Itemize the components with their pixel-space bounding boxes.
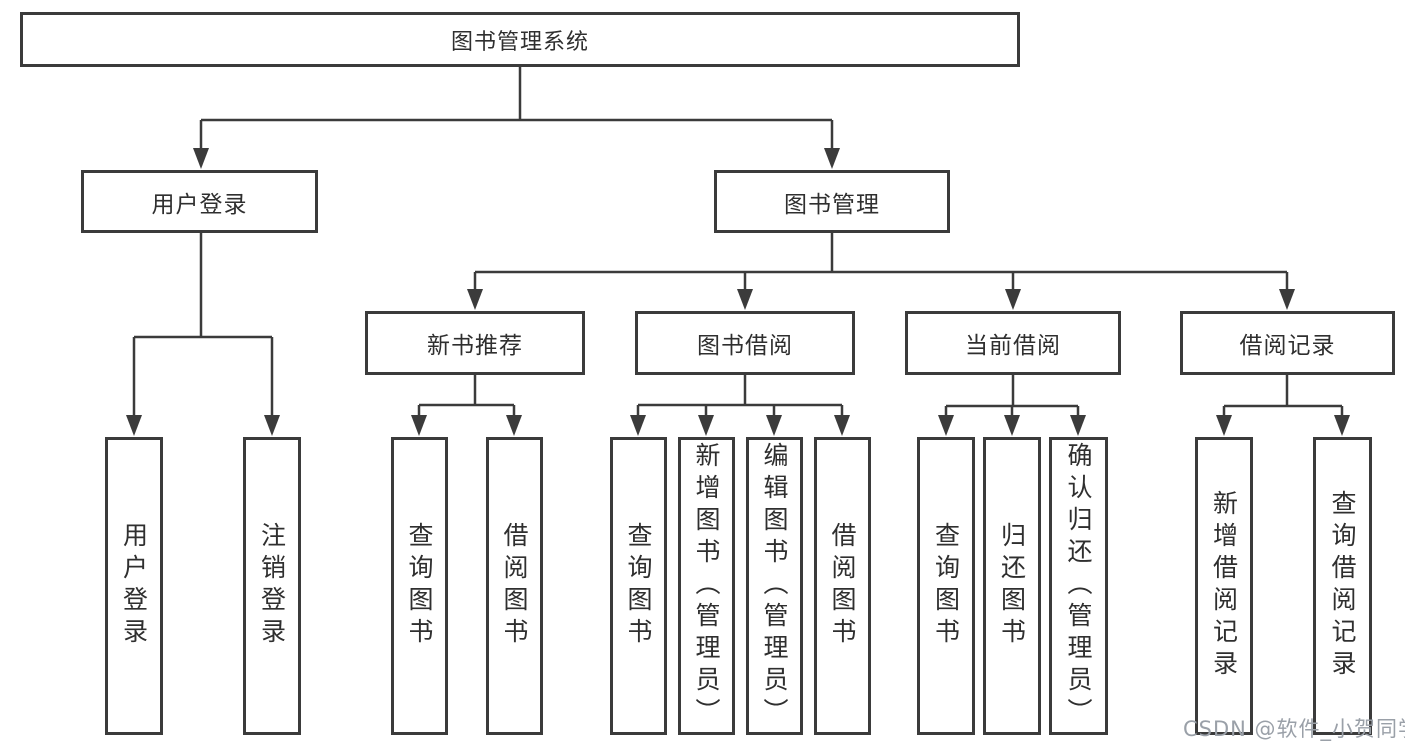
leaf-logout: 注销登录 (243, 437, 301, 735)
node-book-management: 图书管理 (714, 170, 950, 233)
node-label: 图书管理 (784, 191, 880, 218)
leaf-user-login: 用户登录 (105, 437, 163, 735)
node-current-borrow: 当前借阅 (905, 311, 1121, 375)
leaf-label: 确认归还（管理员） (1064, 442, 1093, 730)
leaf-label: 注销登录 (257, 522, 287, 650)
leaf-label: 借阅图书 (500, 522, 529, 650)
leaf-label: 用户登录 (119, 522, 149, 650)
leaf-label: 借阅图书 (828, 522, 857, 650)
node-new-book-recommend: 新书推荐 (365, 311, 585, 375)
leaf-label: 新增图书（管理员） (692, 442, 721, 730)
node-book-borrow: 图书借阅 (635, 311, 855, 375)
leaf-label: 查询图书 (624, 522, 653, 650)
leaf-return-book: 归还图书 (983, 437, 1041, 735)
leaf-query-books-recommend: 查询图书 (391, 437, 448, 735)
leaf-add-book-admin: 新增图书（管理员） (678, 437, 735, 735)
node-label: 当前借阅 (965, 333, 1061, 359)
leaf-add-borrow-record: 新增借阅记录 (1195, 437, 1253, 735)
leaf-label: 查询图书 (405, 522, 434, 650)
node-user-login: 用户登录 (81, 170, 318, 233)
leaf-borrow-books: 借阅图书 (814, 437, 871, 735)
leaf-edit-book-admin: 编辑图书（管理员） (746, 437, 803, 735)
leaf-borrow-books-recommend: 借阅图书 (486, 437, 543, 735)
csdn-watermark: CSDN @软件_小贺同学 (1183, 717, 1405, 741)
node-label: 用户登录 (151, 191, 248, 218)
leaf-label: 查询图书 (931, 522, 961, 650)
node-borrow-records: 借阅记录 (1180, 311, 1395, 375)
leaf-confirm-return-admin: 确认归还（管理员） (1049, 437, 1108, 735)
node-library-management-system: 图书管理系统 (20, 12, 1020, 67)
leaf-query-books-current: 查询图书 (917, 437, 975, 735)
node-label: 图书借阅 (697, 333, 793, 359)
node-label: 借阅记录 (1239, 333, 1336, 359)
node-label: 图书管理系统 (450, 29, 589, 55)
leaf-label: 编辑图书（管理员） (760, 442, 789, 730)
leaf-label: 查询借阅记录 (1328, 490, 1357, 682)
leaf-label: 归还图书 (997, 522, 1027, 650)
leaf-label: 新增借阅记录 (1209, 490, 1239, 682)
node-label: 新书推荐 (427, 333, 523, 359)
leaf-query-books-borrow: 查询图书 (610, 437, 667, 735)
leaf-query-borrow-record: 查询借阅记录 (1313, 437, 1372, 735)
